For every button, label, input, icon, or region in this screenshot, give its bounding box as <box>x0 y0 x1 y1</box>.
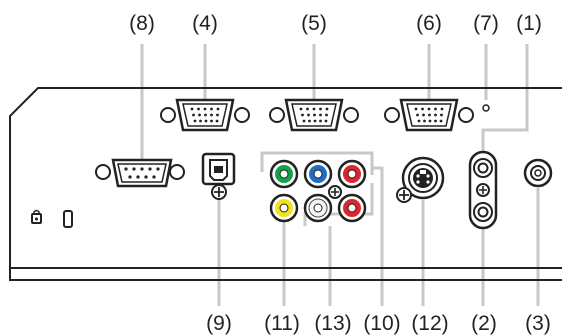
vga-port-6 <box>384 98 474 132</box>
component-group-bracket <box>260 151 374 226</box>
label-8: (8) <box>129 12 155 35</box>
rs232c-port <box>95 158 185 188</box>
leader-line-1 <box>481 44 529 160</box>
component-jack-green <box>269 159 299 189</box>
component-jack-red <box>337 159 367 189</box>
s-video-port <box>396 156 445 203</box>
security-slot <box>63 210 73 228</box>
component-jack-blue <box>303 159 333 189</box>
stacked-audio-jacks <box>468 150 498 230</box>
vga-port-4 <box>160 98 250 132</box>
label-9: (9) <box>206 312 232 335</box>
audio-out-jack <box>523 158 553 188</box>
lock-icon <box>31 209 42 224</box>
label-12: (12) <box>411 312 448 335</box>
top-labels: (8) (4) (5) (6) (7) (1) <box>129 12 542 35</box>
leader-line-10 <box>372 166 384 306</box>
screw-icon <box>328 185 342 199</box>
audio-jack-white <box>303 193 333 223</box>
label-2: (2) <box>471 312 497 335</box>
label-6: (6) <box>416 12 442 35</box>
label-11: (11) <box>264 312 300 335</box>
label-1: (1) <box>516 12 542 35</box>
bottom-labels: (9) (11) (13) (10) (12) (2) (3) <box>206 312 551 335</box>
usb-b-port <box>201 152 236 200</box>
label-4: (4) <box>192 12 218 35</box>
video-jack-yellow <box>269 193 299 223</box>
label-3: (3) <box>525 312 551 335</box>
label-13: (13) <box>314 312 351 335</box>
indicator-hole <box>482 104 490 112</box>
panel-outline <box>9 87 562 281</box>
label-7: (7) <box>473 12 499 35</box>
vga-port-5 <box>269 98 359 132</box>
label-10: (10) <box>363 312 400 335</box>
label-5: (5) <box>301 12 327 35</box>
audio-jack-red <box>337 193 367 223</box>
